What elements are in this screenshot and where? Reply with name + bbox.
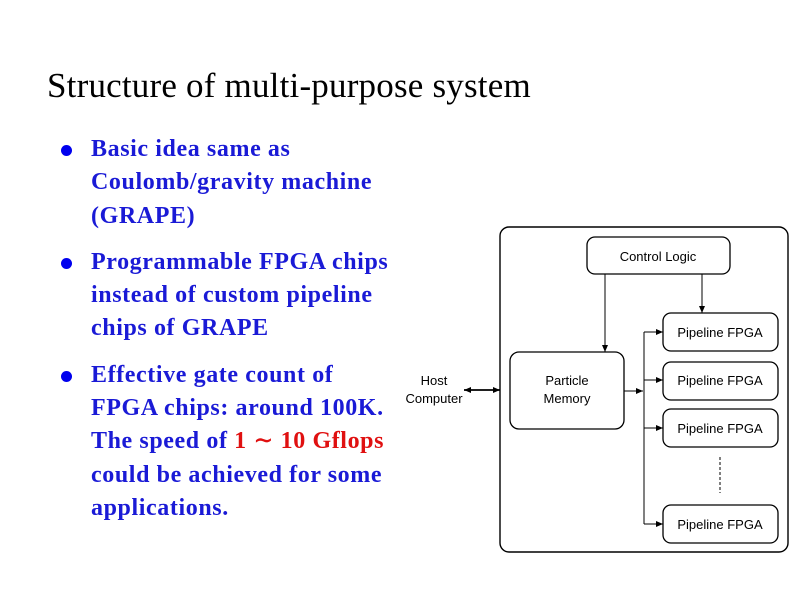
- pipeline-fpga-label: Pipeline FPGA: [677, 373, 763, 388]
- bullet-text-after: could be achieved for some applications.: [91, 461, 383, 521]
- pipeline-fpga-label: Pipeline FPGA: [677, 517, 763, 532]
- bullet-dot-icon: [61, 257, 72, 269]
- pipeline-fpga-block: Pipeline FPGA: [662, 312, 779, 352]
- pipeline-fpga-label: Pipeline FPGA: [677, 421, 763, 436]
- speed-highlight: 1 ∼ 10 Gflops: [234, 428, 385, 455]
- bullet-item: Effective gate count of FPGA chips: arou…: [58, 359, 403, 525]
- pipeline-fpga-block: Pipeline FPGA: [662, 504, 779, 544]
- bullet-list: Basic idea same as Coulomb/gravity machi…: [58, 133, 403, 538]
- control-logic-block: Control Logic: [586, 236, 731, 275]
- bullet-dot-icon: [61, 370, 72, 382]
- particle-memory-label-line1: Particle: [545, 373, 588, 388]
- control-logic-label: Control Logic: [620, 249, 697, 264]
- host-computer-label-group: Host Computer: [405, 373, 463, 406]
- pipeline-fpga-label: Pipeline FPGA: [677, 325, 763, 340]
- slide-title: Structure of multi-purpose system: [47, 66, 531, 105]
- bullet-text: Basic idea same as Coulomb/gravity machi…: [91, 136, 373, 229]
- pipeline-fpga-block: Pipeline FPGA: [662, 408, 779, 448]
- bullet-text-before: Effective gate count of FPGA chips: arou…: [91, 361, 384, 455]
- particle-memory-block: Particle Memory: [509, 351, 625, 430]
- particle-memory-label-line2: Memory: [544, 391, 591, 406]
- bullet-item: Basic idea same as Coulomb/gravity machi…: [58, 133, 403, 233]
- host-label-line2: Computer: [405, 391, 463, 406]
- pipeline-fpga-block: Pipeline FPGA: [662, 361, 779, 401]
- bullet-text: Programmable FPGA chips instead of custo…: [91, 248, 389, 342]
- host-label-line1: Host: [421, 373, 448, 388]
- bullet-dot-icon: [61, 145, 72, 156]
- bullet-item: Programmable FPGA chips instead of custo…: [58, 246, 403, 346]
- bullet-text: Effective gate count of FPGA chips: arou…: [91, 359, 403, 525]
